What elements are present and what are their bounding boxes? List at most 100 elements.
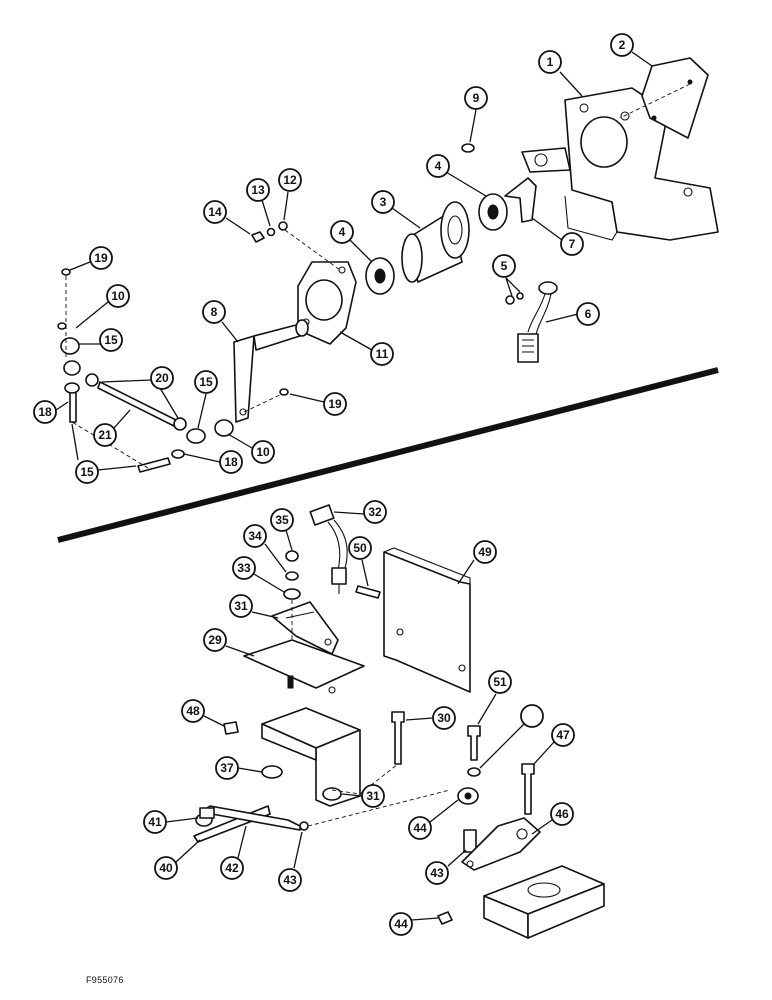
part-51-washer [467, 767, 481, 777]
callout-48[interactable]: 50 [348, 536, 372, 587]
callout-29[interactable]: 29 [203, 628, 255, 657]
callout-36[interactable]: 35 [270, 508, 294, 551]
callout-10-top[interactable]: 10 [75, 284, 130, 329]
part-35-washer [285, 571, 299, 581]
callout-6[interactable]: 6 [545, 302, 600, 326]
part-5-washer [516, 292, 524, 300]
callout-34[interactable]: 33 [232, 556, 285, 593]
part-4-bearing-right [478, 193, 508, 231]
svg-text:19: 19 [94, 251, 108, 265]
svg-text:43: 43 [283, 873, 297, 887]
svg-text:15: 15 [80, 465, 94, 479]
svg-text:20: 20 [155, 371, 169, 385]
callout-43[interactable]: 43 [278, 831, 303, 892]
svg-text:11: 11 [376, 347, 389, 361]
callout-17-bottom[interactable]: 15 [194, 370, 218, 429]
svg-text:12: 12 [283, 173, 297, 187]
part-30-bolt [391, 711, 405, 765]
svg-text:47: 47 [556, 728, 570, 742]
callout-19-bottom[interactable]: 19 [289, 392, 347, 416]
callout-30[interactable]: 30 [405, 706, 456, 730]
callout-51[interactable] [479, 704, 544, 769]
callout-37[interactable]: 37 [215, 756, 263, 780]
svg-text:41: 41 [148, 815, 162, 829]
lower-linkage [193, 805, 309, 843]
svg-text:32: 32 [368, 505, 382, 519]
svg-text:44: 44 [394, 917, 408, 931]
callout-1[interactable]: 1 [538, 50, 583, 97]
part-3-tube [401, 201, 470, 283]
callout-44[interactable]: 44 [389, 912, 439, 936]
svg-text:49: 49 [478, 545, 492, 559]
callout-49[interactable]: 48 [181, 699, 225, 727]
svg-text:33: 33 [237, 561, 251, 575]
svg-text:4: 4 [339, 225, 346, 239]
svg-text:4: 4 [435, 159, 442, 173]
svg-text:51: 51 [493, 675, 507, 689]
callout-18-bottom[interactable]: 18 [183, 450, 243, 474]
svg-text:8: 8 [211, 305, 218, 319]
callout-35[interactable]: 34 [243, 524, 287, 573]
svg-text:10: 10 [111, 289, 125, 303]
callout-3[interactable]: 3 [371, 190, 421, 229]
svg-text:9: 9 [473, 91, 480, 105]
callout-45[interactable]: 46 [531, 802, 574, 835]
part-6-sensor-cable [517, 281, 558, 363]
callout-39[interactable]: 41 [143, 810, 199, 834]
callout-12[interactable]: 12 [278, 168, 302, 221]
figure-code: F955076 [86, 975, 124, 985]
callout-46[interactable]: 47 [533, 723, 575, 765]
callout-41[interactable]: 43 [425, 849, 467, 885]
part-37-grommet [261, 765, 283, 779]
part-8-crank-arm [233, 319, 309, 423]
part-36-nut [285, 550, 299, 562]
callout-2[interactable]: 2 [610, 33, 653, 67]
svg-text:10: 10 [256, 445, 270, 459]
callout-40[interactable]: 42 [220, 825, 247, 880]
svg-text:14: 14 [208, 205, 222, 219]
callout-33[interactable]: 31 [229, 594, 279, 619]
part-29-plate [243, 639, 365, 689]
part-12-washer [278, 221, 288, 231]
callout-14[interactable]: 14 [203, 200, 251, 235]
callout-7[interactable]: 7 [531, 217, 584, 256]
part-34-washer [283, 588, 301, 600]
svg-text:1: 1 [547, 55, 554, 69]
callout-47[interactable]: 49 [457, 540, 497, 585]
lower-assembly: 35 32 34 50 49 33 31 29 51 48 30 47 37 3… [143, 500, 605, 939]
svg-text:15: 15 [104, 333, 118, 347]
part-46-bolt [521, 763, 535, 815]
callout-20[interactable]: 20 [101, 366, 179, 419]
part-50-bolt [467, 725, 481, 761]
callout-21[interactable]: 21 [93, 409, 131, 447]
callout-19-top[interactable]: 19 [69, 246, 113, 271]
part-5-nut [505, 295, 515, 305]
callout-4-right[interactable]: 4 [426, 154, 487, 197]
callout-15[interactable]: 15 [71, 423, 137, 484]
callout-9[interactable]: 9 [464, 86, 488, 143]
part-14-nut [251, 231, 265, 243]
svg-text:18: 18 [224, 455, 238, 469]
callout-32[interactable]: 32 [333, 500, 387, 524]
part-4-bearing-left [365, 257, 395, 295]
callout-42[interactable]: 44 [408, 799, 459, 840]
callout-8[interactable]: 8 [202, 300, 239, 343]
part-48-bolt [355, 585, 381, 599]
part-7-lever [504, 177, 537, 223]
svg-text:43: 43 [430, 866, 444, 880]
callout-18-top[interactable]: 18 [33, 400, 69, 424]
callout-11[interactable]: 11 [339, 331, 394, 366]
callout-38[interactable]: 40 [154, 839, 201, 880]
callout-13[interactable]: 13 [246, 178, 271, 227]
callout-50[interactable]: 51 [477, 670, 512, 725]
callout-17-top[interactable]: 15 [78, 328, 123, 352]
svg-text:40: 40 [159, 861, 173, 875]
part-41-spacer [463, 829, 477, 853]
callout-5[interactable]: 5 [492, 254, 521, 297]
callout-10-bottom[interactable]: 10 [227, 433, 275, 464]
callout-31[interactable]: 31 [341, 784, 385, 808]
callout-4-left[interactable]: 4 [330, 220, 373, 263]
svg-text:29: 29 [208, 633, 222, 647]
